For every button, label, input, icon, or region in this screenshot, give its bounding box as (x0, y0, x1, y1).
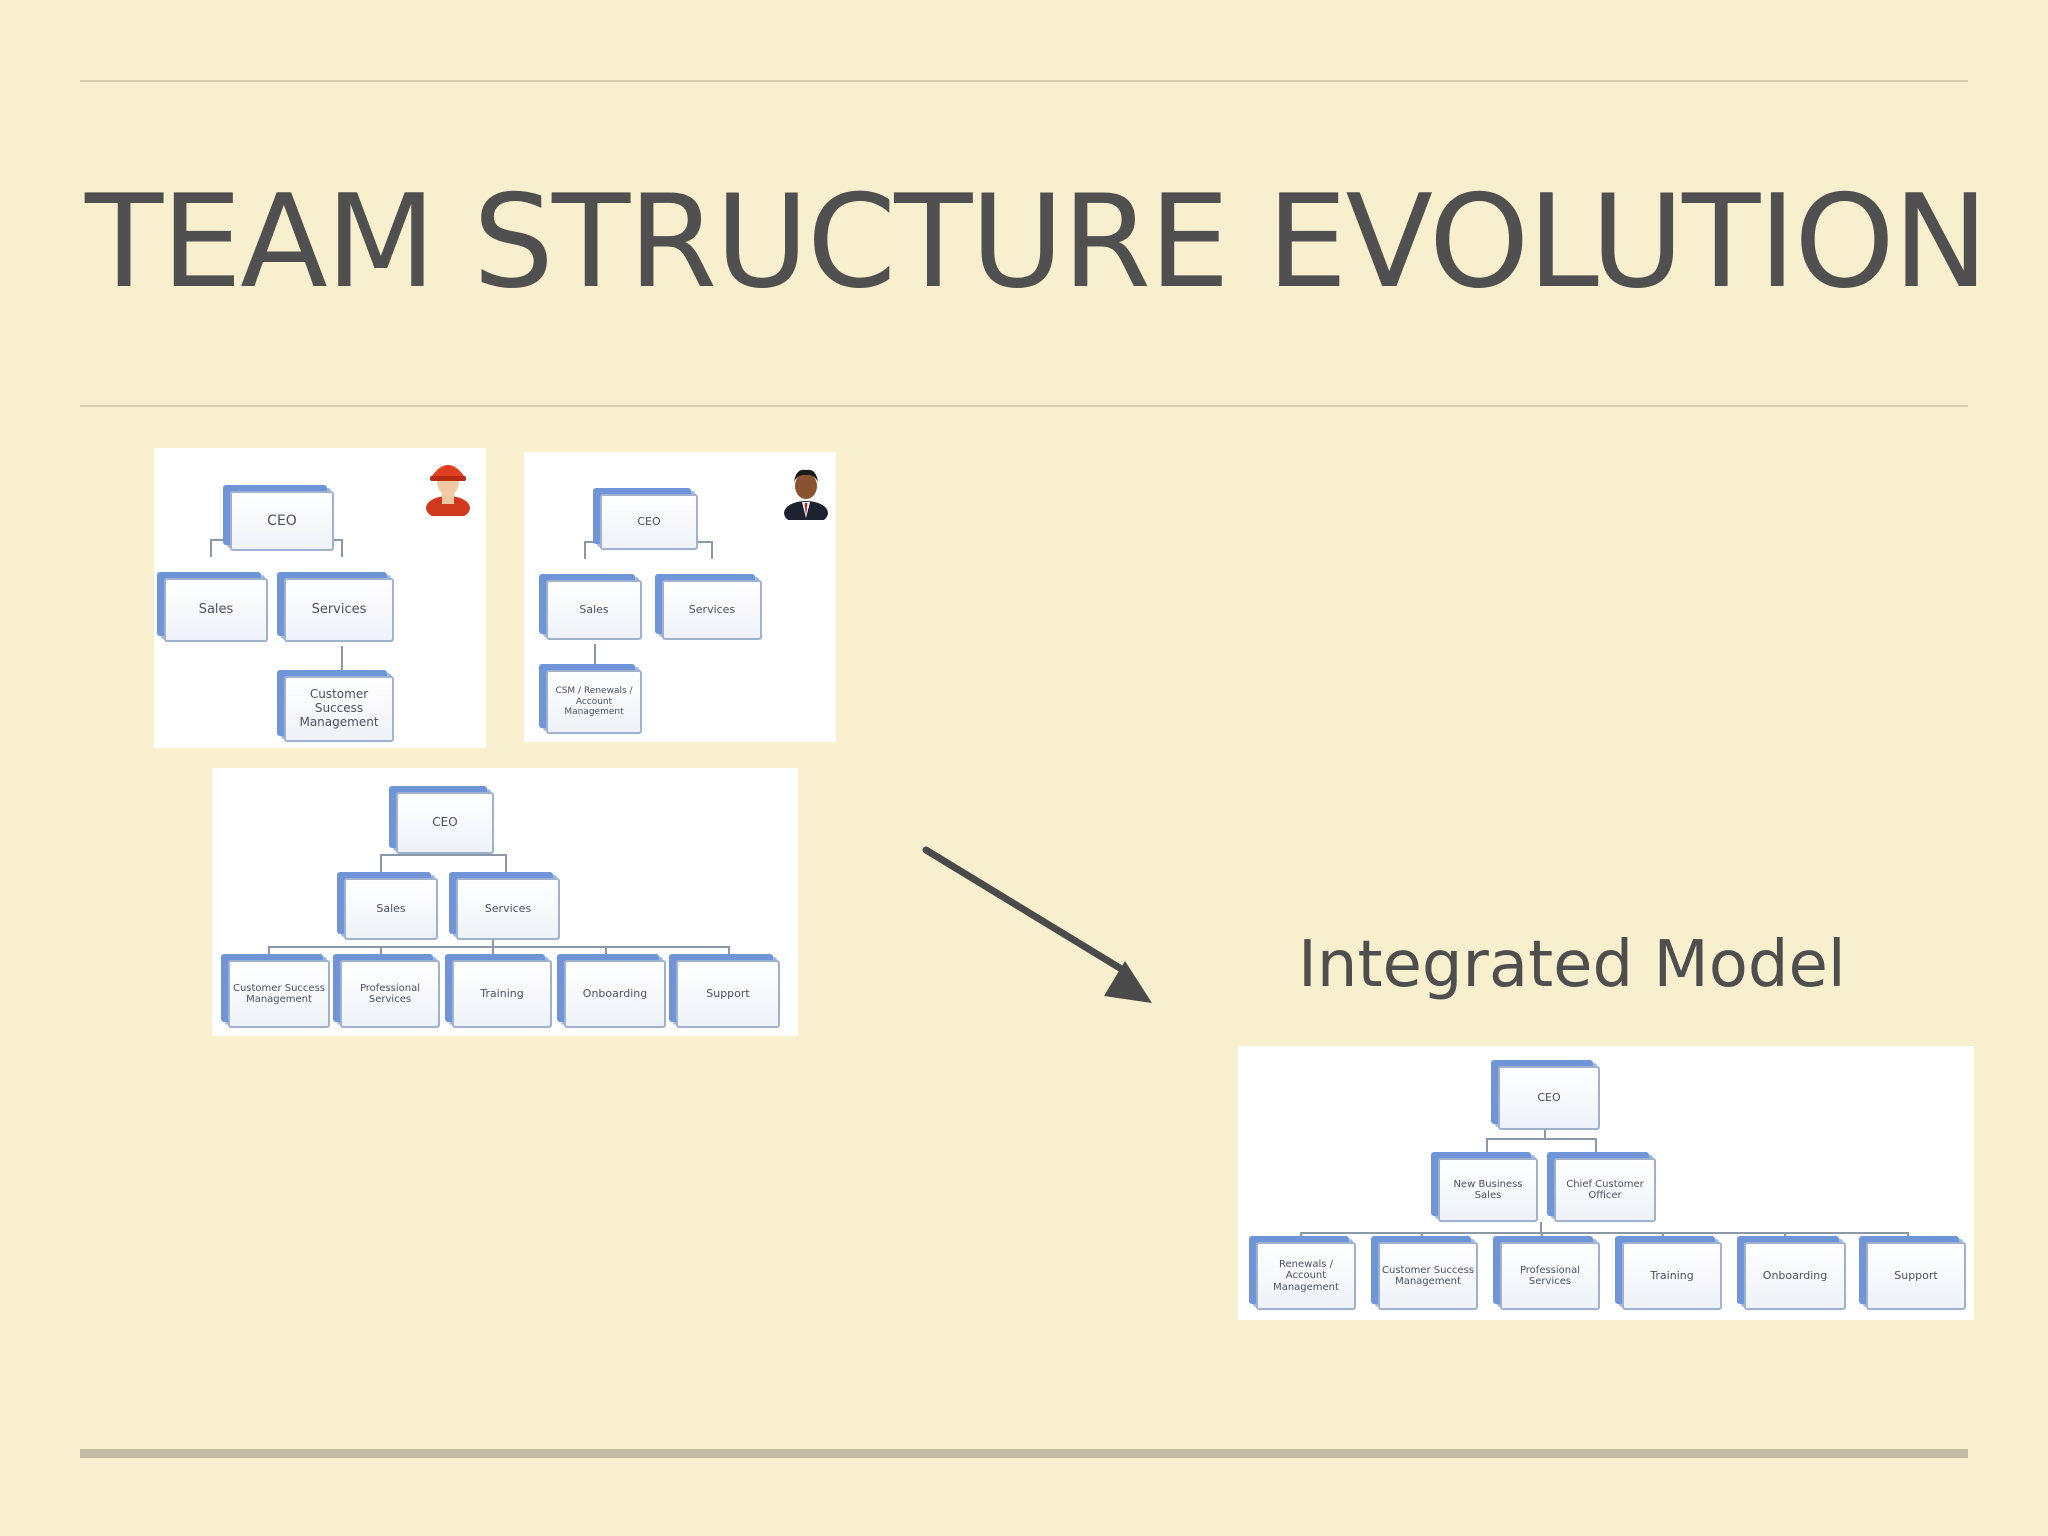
org-node-ceo: CEO (600, 494, 698, 550)
org-node-new-business-sales: New Business Sales (1438, 1158, 1538, 1222)
connector-line (210, 539, 212, 557)
org-node-chief-customer-officer: Chief Customer Officer (1554, 1158, 1656, 1222)
org-chart-integrated-model: CEO New Business Sales Chief Customer Of… (1238, 1046, 1974, 1320)
org-chart-sales-led: CEO Sales Services CSM / Renewals / Acco… (524, 452, 836, 742)
connector-line (1540, 1222, 1542, 1234)
org-node-sales: Sales (546, 580, 642, 640)
connector-line (380, 854, 382, 872)
slide-title: TEAM STRUCTURE EVOLUTION (85, 168, 1989, 317)
connector-line (728, 946, 730, 966)
connector-line (711, 541, 713, 559)
org-node-ceo: CEO (230, 491, 334, 551)
org-node-services: Services (456, 878, 560, 940)
org-node-sales: Sales (344, 878, 438, 940)
transition-arrow-icon (922, 846, 1152, 1003)
connector-line (505, 854, 507, 872)
connector-line (341, 539, 343, 557)
org-node-training: Training (452, 960, 552, 1028)
org-node-services: Services (284, 578, 394, 642)
connector-line (584, 541, 586, 559)
org-node-renewals: Renewals / Account Management (1256, 1242, 1356, 1310)
integrated-model-label: Integrated Model (1298, 928, 1846, 1002)
org-node-professional-services: Professional Services (340, 960, 440, 1028)
org-chart-founder-led: CEO Sales Services Customer Success Mana… (154, 448, 486, 748)
connector-line (268, 946, 270, 966)
businessman-icon (784, 469, 828, 520)
org-node-customer-success: Customer Success Management (228, 960, 330, 1028)
org-node-services: Services (662, 580, 762, 640)
org-node-onboarding: Onboarding (1744, 1242, 1846, 1310)
org-node-support: Support (1866, 1242, 1966, 1310)
connector-line (594, 644, 596, 670)
org-node-ceo: CEO (396, 792, 494, 854)
connector-line (341, 646, 343, 670)
org-node-ceo: CEO (1498, 1066, 1600, 1130)
connector-line (380, 854, 506, 856)
org-node-professional-services: Professional Services (1500, 1242, 1600, 1310)
female-worker-icon (426, 465, 470, 516)
org-chart-services-expanded: CEO Sales Services Customer Success Mana… (212, 768, 798, 1036)
org-node-onboarding: Onboarding (564, 960, 666, 1028)
connector-line (268, 946, 729, 948)
org-node-training: Training (1622, 1242, 1722, 1310)
connector-line (492, 946, 494, 966)
org-node-csm-renewals: CSM / Renewals / Account Management (546, 670, 642, 734)
org-node-sales: Sales (164, 578, 268, 642)
connector-line (1300, 1232, 1908, 1234)
top-rule (80, 80, 1968, 82)
connector-line (1544, 1122, 1546, 1140)
org-node-customer-success: Customer Success Management (1378, 1242, 1478, 1310)
connector-line (1486, 1138, 1596, 1140)
connector-line (380, 946, 382, 966)
org-node-support: Support (676, 960, 780, 1028)
connector-line (1595, 1138, 1597, 1156)
bottom-rule (80, 1449, 1968, 1458)
org-node-csm: Customer Success Management (284, 676, 394, 742)
connector-line (605, 946, 607, 966)
connector-line (1486, 1138, 1488, 1156)
title-divider (80, 405, 1968, 407)
